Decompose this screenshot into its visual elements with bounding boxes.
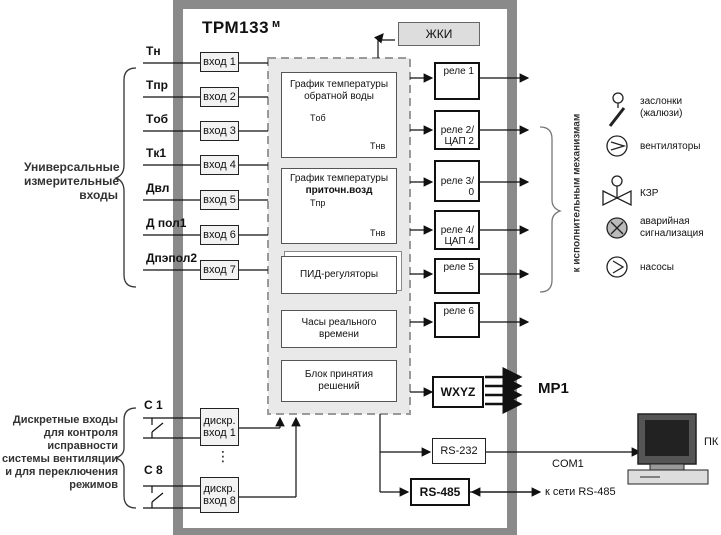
legend-pump-label: насосы	[640, 262, 674, 273]
input-box: вход 6	[200, 225, 239, 245]
rs-lines	[379, 414, 642, 497]
signal-label: Д пол1	[146, 216, 187, 230]
signal-label: Tпр	[146, 78, 168, 92]
clock-block: Часы реального времени	[281, 310, 397, 348]
discrete-input-box: дискр.вход 8	[200, 477, 239, 513]
input-box: вход 5	[200, 190, 239, 210]
relay-3: реле 3/0	[434, 160, 480, 202]
graph-return-block: График температуры обратной воды	[281, 72, 397, 158]
signal-label: Tк1	[146, 146, 167, 160]
pc-label: ПК	[704, 436, 719, 448]
analog-brace	[114, 67, 137, 288]
input-box: вход 2	[200, 87, 239, 107]
relay-6: реле 6	[434, 302, 480, 338]
discrete-contacts	[143, 416, 301, 509]
pump-icon	[606, 256, 628, 278]
rs485-block: RS-485	[410, 478, 470, 506]
legend-damper-label: заслонки(жалюзи)	[640, 96, 683, 119]
graph-inflow-x: Tнв	[370, 228, 386, 238]
rs232-block: RS-232	[432, 438, 486, 464]
network-label: к сети RS-485	[545, 486, 616, 498]
pid-block: ПИД-регуляторы	[281, 256, 397, 294]
input-box: вход 1	[200, 52, 239, 72]
mr1-arrows	[485, 367, 523, 414]
legend-valve-label: КЗР	[640, 188, 659, 199]
signal-label: Tн	[146, 44, 161, 58]
relay-5: реле 5	[434, 258, 480, 294]
input-box: вход 3	[200, 121, 239, 141]
fan-icon	[606, 135, 628, 157]
relay-1: реле 1	[434, 62, 480, 100]
input-lines	[143, 62, 268, 271]
ellipsis-dots: ⋮	[216, 448, 230, 464]
input-box: вход 4	[200, 155, 239, 175]
decision-block: Блок принятия решений	[281, 360, 397, 402]
input-box: вход 7	[200, 260, 239, 280]
valve-icon	[602, 175, 632, 207]
actuators-label: к исполнительным механизмам	[571, 113, 583, 273]
discrete-c8-label: C 8	[144, 463, 163, 477]
discrete-input-box: дискр.вход 1	[200, 408, 239, 446]
discrete-inputs-label: Дискретные входы для контроля исправност…	[2, 414, 119, 491]
signal-label: Дпэпол2	[146, 251, 197, 265]
mr1-label: МР1	[538, 380, 569, 397]
pc-icon	[627, 413, 709, 485]
legend-fan-label: вентиляторы	[640, 141, 701, 152]
actuator-brace	[539, 126, 562, 293]
lcd-display: ЖКИ	[398, 22, 480, 46]
wxyz-block: WXYZ	[432, 376, 484, 408]
relay-lines	[410, 73, 530, 397]
graph-return-x: Tнв	[370, 141, 386, 151]
damper-icon	[608, 92, 626, 127]
relay-4: реле 4/ЦАП 4	[434, 210, 480, 250]
relay-2: реле 2/ЦАП 2	[434, 110, 480, 150]
signal-label: Tоб	[146, 112, 169, 126]
graph-inflow-y: Tпр	[310, 198, 326, 208]
discrete-c1-label: C 1	[144, 398, 163, 412]
discrete-brace	[114, 407, 137, 509]
graph-inflow-block: График температуры приточн.возд	[281, 168, 397, 244]
graph-return-y: Tоб	[310, 113, 326, 123]
alarm-icon	[606, 217, 628, 239]
analog-inputs-label: Универсальные измерительные входы	[24, 160, 120, 202]
com1-label: COM1	[552, 458, 584, 470]
signal-label: Двл	[146, 181, 170, 195]
